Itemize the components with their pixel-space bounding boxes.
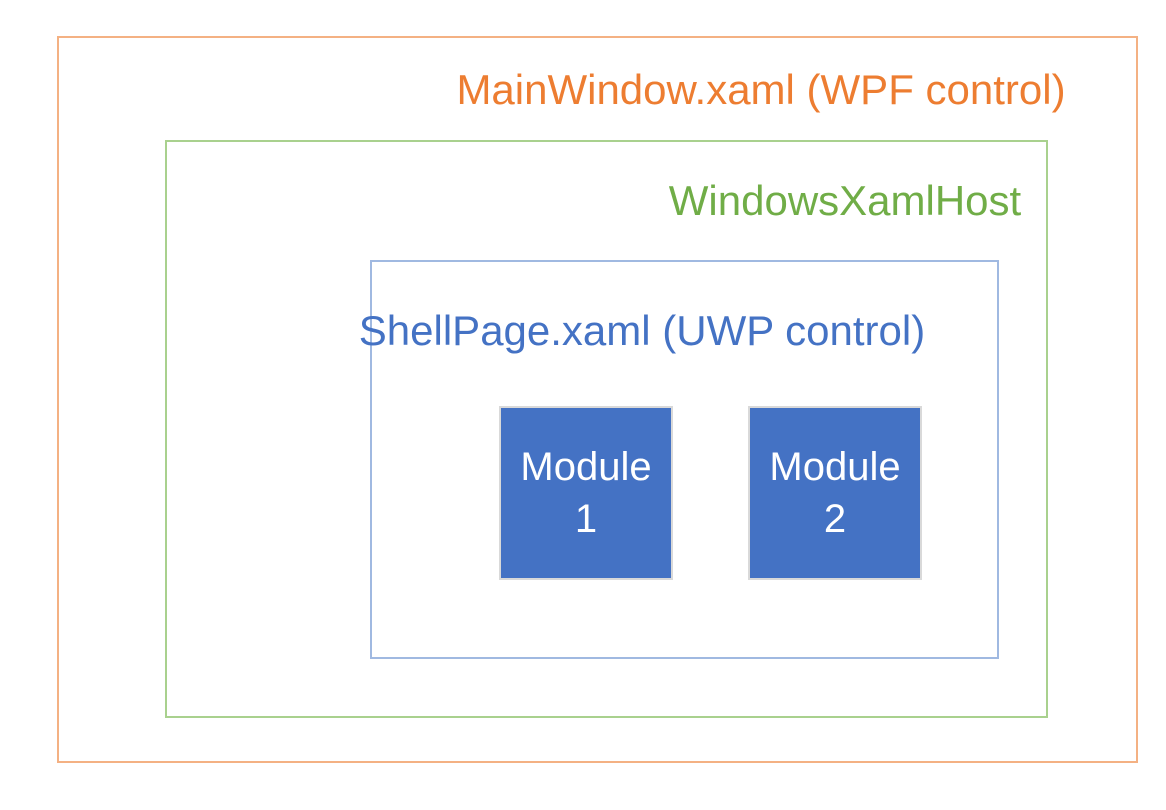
module-1-label: Module 1 — [520, 445, 652, 541]
windowsxamlhost-label: WindowsXamlHost — [668, 176, 1022, 224]
mainwindow-wpf-box: MainWindow.xaml (WPF control) WindowsXam… — [57, 36, 1138, 763]
shellpage-uwp-label: ShellPage.xaml (UWP control) — [358, 306, 926, 354]
windowsxamlhost-box: WindowsXamlHost ShellPage.xaml (UWP cont… — [165, 140, 1048, 718]
module-1-box: Module 1 — [499, 406, 673, 580]
shellpage-uwp-box: ShellPage.xaml (UWP control) Module 1 Mo… — [359, 260, 999, 659]
mainwindow-wpf-label: MainWindow.xaml (WPF control) — [456, 65, 1066, 113]
module-2-label: Module 2 — [769, 445, 901, 541]
module-2-box: Module 2 — [748, 406, 922, 580]
